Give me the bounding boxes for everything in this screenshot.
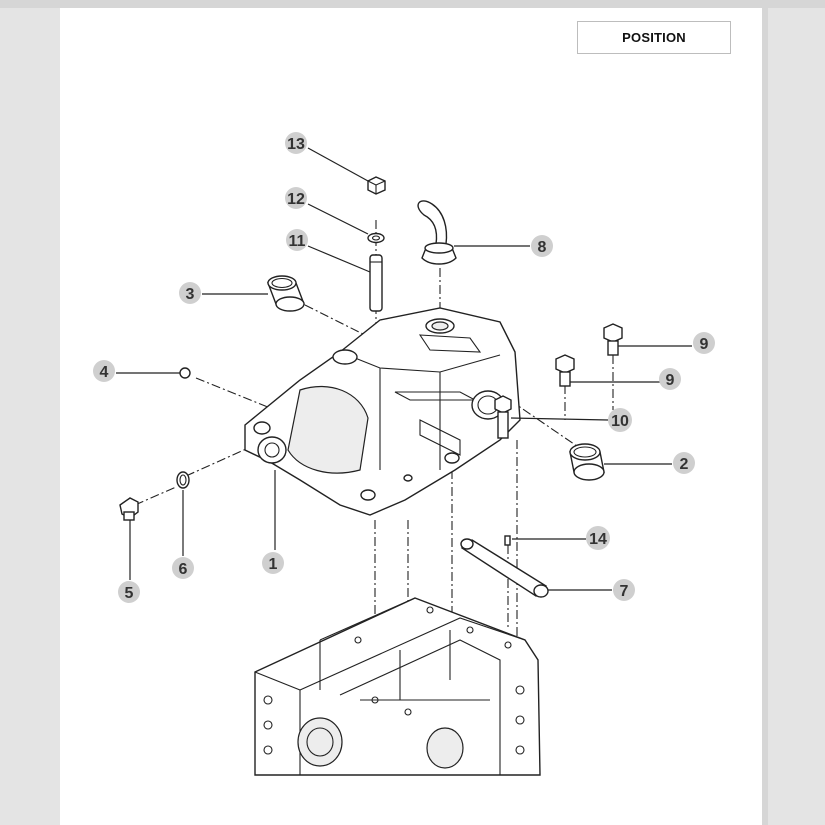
callout-14: 14 — [586, 526, 610, 550]
part-9-bolt-left — [555, 354, 575, 387]
callout-14-label: 14 — [589, 531, 607, 548]
part-7-shaft — [460, 538, 549, 598]
top-border — [0, 0, 825, 8]
callout-9-left-label: 9 — [666, 372, 675, 389]
callout-8: 8 — [531, 235, 553, 257]
leader-lines — [116, 147, 692, 591]
gearbox-housing — [254, 597, 541, 776]
callout-7: 7 — [613, 579, 635, 601]
part-12-washer — [367, 232, 385, 244]
callout-11: 11 — [286, 229, 308, 251]
callout-2-label: 2 — [680, 456, 689, 473]
callout-9-right-label: 9 — [700, 336, 709, 353]
callout-12-label: 12 — [287, 191, 305, 208]
part-2-bushing — [569, 443, 605, 481]
callout-1: 1 — [262, 552, 284, 574]
callout-7-label: 7 — [620, 583, 629, 600]
position-header: POSITION — [577, 21, 731, 54]
callout-1-label: 1 — [269, 556, 278, 573]
part-11-stud — [369, 254, 383, 312]
part-13-nut — [367, 176, 386, 195]
callout-6: 6 — [172, 557, 194, 579]
position-label: POSITION — [622, 30, 686, 45]
part-9-bolt-right — [603, 323, 623, 356]
callout-11-label: 11 — [289, 233, 306, 250]
part-4-ball — [179, 367, 191, 379]
callout-4-label: 4 — [100, 364, 109, 381]
part-10-bolt — [494, 395, 512, 439]
callout-10-label: 10 — [611, 413, 629, 430]
part-6-o-ring — [176, 471, 190, 489]
part-14-pin — [504, 535, 511, 546]
right-border — [762, 0, 768, 825]
callout-9-right: 9 — [693, 332, 715, 354]
part-1-housing-cover — [244, 307, 521, 516]
callout-9-left: 9 — [659, 368, 681, 390]
part-8-breather — [417, 200, 457, 265]
callout-3-label: 3 — [186, 286, 195, 303]
part-5-plug — [119, 497, 139, 521]
callout-12: 12 — [285, 187, 307, 209]
part-3-bushing — [266, 275, 306, 312]
callout-5-label: 5 — [125, 585, 134, 602]
callout-6-label: 6 — [179, 561, 188, 578]
callout-13-label: 13 — [287, 136, 305, 153]
callout-5: 5 — [118, 581, 140, 603]
callout-4: 4 — [93, 360, 115, 382]
callout-2: 2 — [673, 452, 695, 474]
callout-8-label: 8 — [538, 239, 547, 256]
callout-10: 10 — [608, 408, 632, 432]
callout-3: 3 — [179, 282, 201, 304]
callout-13: 13 — [285, 132, 307, 154]
